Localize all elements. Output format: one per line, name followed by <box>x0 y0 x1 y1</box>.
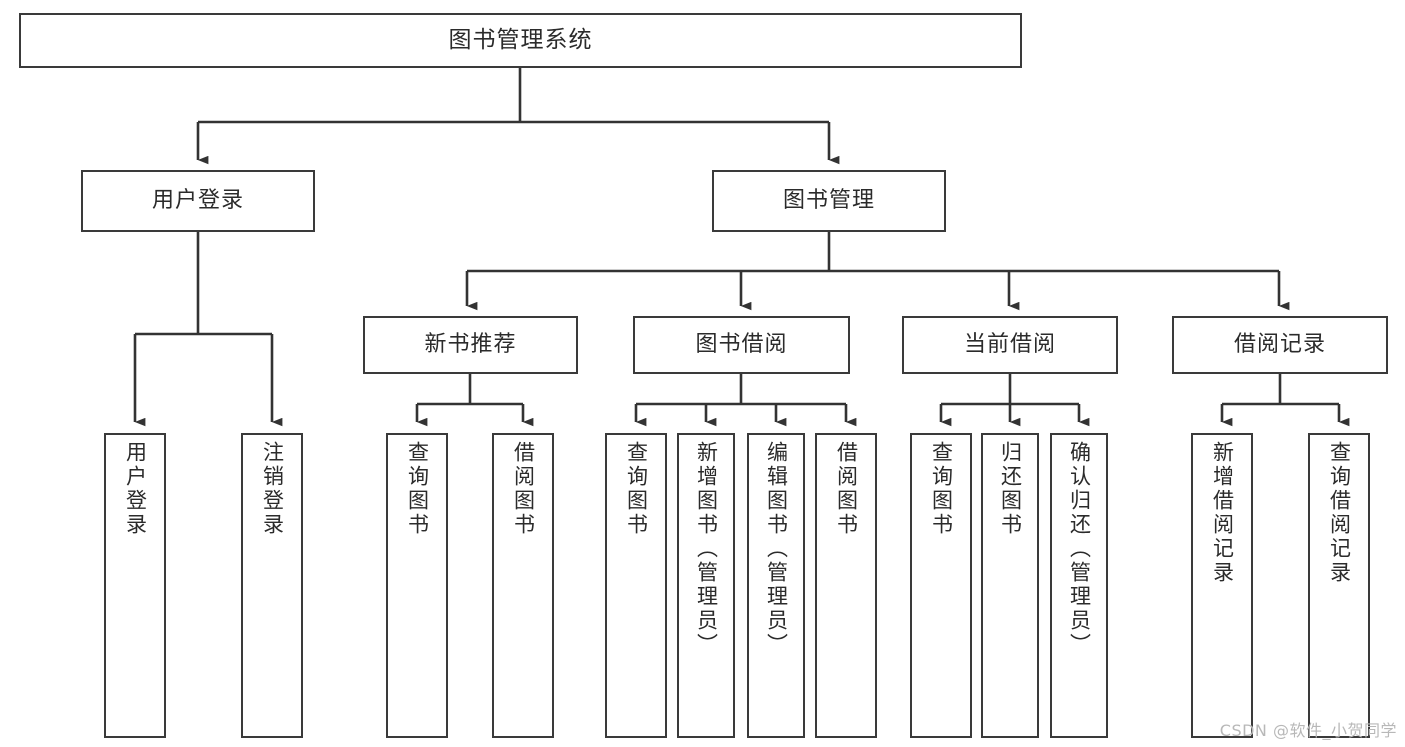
node-label: 借阅图书 <box>834 441 859 537</box>
node-label: 新增图书（管理员） <box>694 441 719 657</box>
node-label: 归还图书 <box>998 441 1023 537</box>
leaf-record-query-record[interactable]: 查询借阅记录 <box>1308 433 1370 738</box>
leaf-borrow-edit-book-admin[interactable]: 编辑图书（管理员） <box>747 433 805 738</box>
node-label: 用户登录 <box>151 187 244 213</box>
node-borrow-record[interactable]: 借阅记录 <box>1172 316 1388 374</box>
node-label: 查询图书 <box>929 441 954 537</box>
leaf-current-query-book[interactable]: 查询图书 <box>910 433 972 738</box>
leaf-recommend-query-book[interactable]: 查询图书 <box>386 433 448 738</box>
node-root-system[interactable]: 图书管理系统 <box>19 13 1022 68</box>
leaf-current-confirm-return-admin[interactable]: 确认归还（管理员） <box>1050 433 1108 738</box>
watermark: CSDN @软件_小贺同学 <box>1219 721 1397 740</box>
node-label: 图书管理 <box>782 187 875 213</box>
node-label: 新书推荐 <box>424 331 517 357</box>
node-label: 确认归还（管理员） <box>1067 441 1092 657</box>
node-label: 借阅图书 <box>511 441 536 537</box>
leaf-recommend-borrow-book[interactable]: 借阅图书 <box>492 433 554 738</box>
node-label: 查询图书 <box>405 441 430 537</box>
leaf-borrow-query-book[interactable]: 查询图书 <box>605 433 667 738</box>
leaf-borrow-add-book-admin[interactable]: 新增图书（管理员） <box>677 433 735 738</box>
node-current-borrow[interactable]: 当前借阅 <box>902 316 1118 374</box>
leaf-record-add-record[interactable]: 新增借阅记录 <box>1191 433 1253 738</box>
node-user-login[interactable]: 用户登录 <box>81 170 315 232</box>
node-label: 新增借阅记录 <box>1210 441 1235 585</box>
node-label: 编辑图书（管理员） <box>764 441 789 657</box>
leaf-current-return-book[interactable]: 归还图书 <box>981 433 1039 738</box>
leaf-borrow-borrow-book[interactable]: 借阅图书 <box>815 433 877 738</box>
node-label: 注销登录 <box>260 441 285 537</box>
node-book-management[interactable]: 图书管理 <box>712 170 946 232</box>
node-label: 当前借阅 <box>963 331 1056 357</box>
node-label: 图书借阅 <box>695 331 788 357</box>
node-label: 查询图书 <box>624 441 649 537</box>
node-label: 借阅记录 <box>1233 331 1326 357</box>
node-book-borrow[interactable]: 图书借阅 <box>633 316 850 374</box>
node-label: 图书管理系统 <box>448 26 593 53</box>
leaf-user-login-signout[interactable]: 注销登录 <box>241 433 303 738</box>
node-label: 用户登录 <box>123 441 148 537</box>
leaf-user-login-signin[interactable]: 用户登录 <box>104 433 166 738</box>
node-label: 查询借阅记录 <box>1327 441 1352 585</box>
node-new-book-recommend[interactable]: 新书推荐 <box>363 316 578 374</box>
